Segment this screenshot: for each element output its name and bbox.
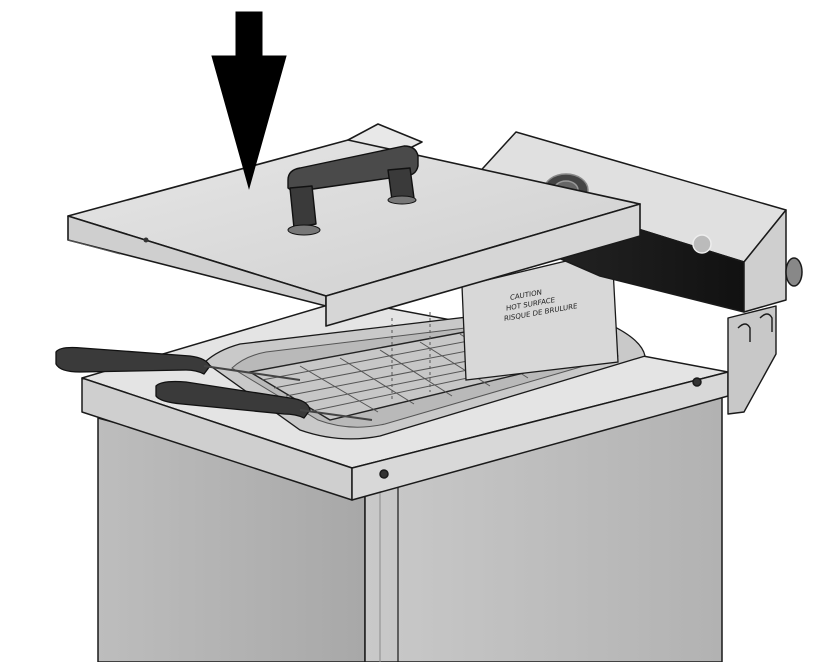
- down-arrow-icon: [211, 11, 287, 190]
- rim-screw-right: [692, 377, 702, 387]
- basket-handles: [55, 346, 373, 421]
- indicator-light-icon: [692, 234, 712, 254]
- fryer-lid[interactable]: [67, 123, 641, 327]
- caution-panel: CAUTION HOT SURFACE RISQUE DE BRULURE: [461, 249, 619, 381]
- caution-plate: [461, 249, 619, 381]
- basket-handle-icon[interactable]: [155, 380, 373, 421]
- control-box-side: [743, 209, 787, 313]
- side-knob: [785, 257, 803, 287]
- lid-front-lip: [325, 203, 641, 327]
- lid-handle-icon[interactable]: [287, 145, 419, 236]
- rim-screw-left: [379, 469, 389, 479]
- side-bracket: [727, 305, 777, 415]
- basket-handle-icon[interactable]: [55, 346, 301, 381]
